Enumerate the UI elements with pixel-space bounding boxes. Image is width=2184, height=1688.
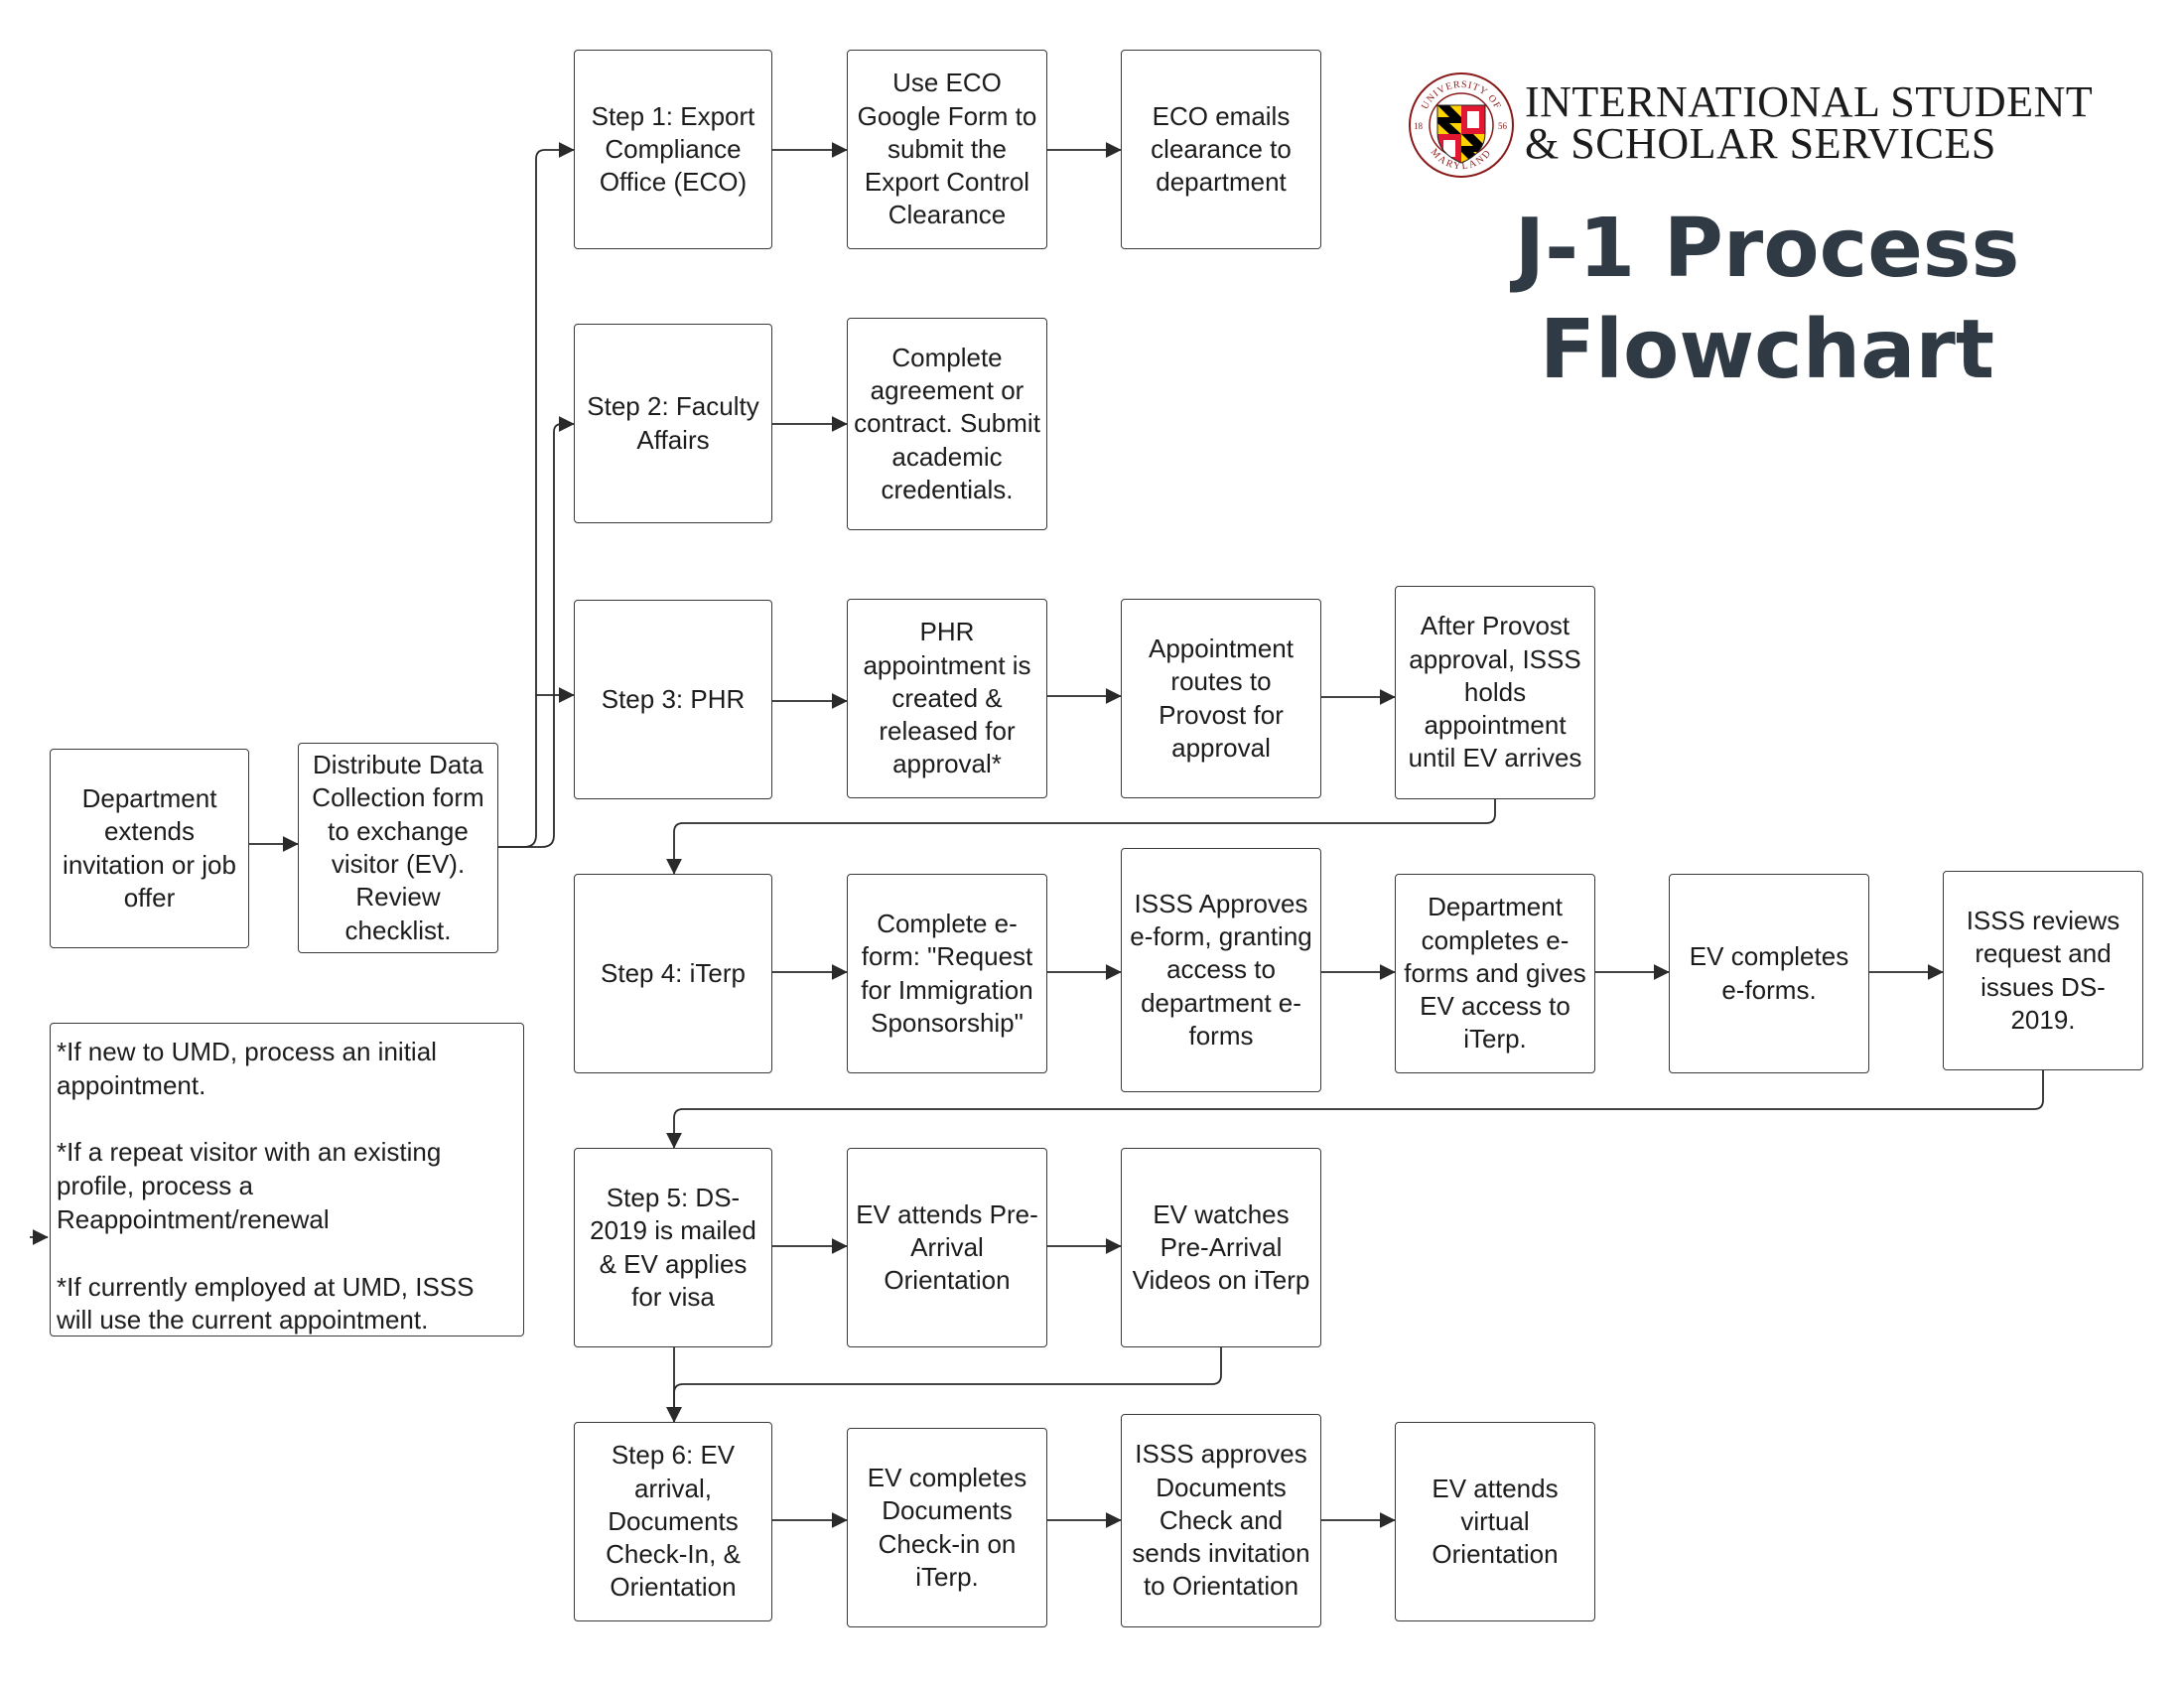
node-step4-iterp: Step 4: iTerp <box>574 874 772 1073</box>
node-step3-phr: Step 3: PHR <box>574 600 772 799</box>
appointment-footnote: *If new to UMD, process an initial appoi… <box>50 1023 524 1336</box>
node-step5-ds2019-mailed: Step 5: DS-2019 is mailed & EV applies f… <box>574 1148 772 1347</box>
isss-brand: 18 56 UNIVERSITY OF MARYLAND INTERNATION… <box>1408 71 2142 183</box>
umd-seal-icon: 18 56 UNIVERSITY OF MARYLAND <box>1409 72 1514 178</box>
org-name-line1: INTERNATIONAL STUDENT <box>1525 77 2094 126</box>
node-virtual-orientation: EV attends virtual Orientation <box>1395 1422 1595 1621</box>
org-name: INTERNATIONAL STUDENT & SCHOLAR SERVICES <box>1525 77 2094 168</box>
node-step6-arrival: Step 6: EV arrival, Documents Check-In, … <box>574 1422 772 1621</box>
page-title: J-1 Process Flowchart <box>1514 202 2020 397</box>
org-name-line2: & SCHOLAR SERVICES <box>1525 119 1996 168</box>
node-isss-issues-ds2019: ISSS reviews request and issues DS-2019. <box>1943 871 2143 1070</box>
node-complete-agreement: Complete agreement or contract. Submit a… <box>847 318 1047 530</box>
node-pre-arrival-videos: EV watches Pre-Arrival Videos on iTerp <box>1121 1148 1321 1347</box>
node-phr-appointment: PHR appointment is created & released fo… <box>847 599 1047 798</box>
node-step2-faculty-affairs: Step 2: Faculty Affairs <box>574 324 772 523</box>
node-distribute-form: Distribute Data Collection form to excha… <box>298 743 498 953</box>
node-provost-approval: Appointment routes to Provost for approv… <box>1121 599 1321 798</box>
node-step1-eco: Step 1: Export Compliance Office (ECO) <box>574 50 772 249</box>
arrow-distribute-to-step1 <box>498 142 575 848</box>
arrow-s3c-to-step4 <box>666 799 1496 875</box>
seal-year-left: 18 <box>1414 121 1424 131</box>
node-dept-completes-eforms: Department completes e-forms and gives E… <box>1395 874 1595 1073</box>
node-isss-approves-eform: ISSS Approves e-form, granting access to… <box>1121 848 1321 1092</box>
node-request-sponsorship: Complete e-form: "Request for Immigratio… <box>847 874 1047 1073</box>
node-isss-holds: After Provost approval, ISSS holds appoi… <box>1395 586 1595 799</box>
arrow-s5b-to-step6 <box>666 1347 1222 1423</box>
node-eco-emails: ECO emails clearance to department <box>1121 50 1321 249</box>
node-eco-google-form: Use ECO Google Form to submit the Export… <box>847 50 1047 249</box>
node-pre-arrival-orientation: EV attends Pre-Arrival Orientation <box>847 1148 1047 1347</box>
node-documents-checkin: EV completes Documents Check-in on iTerp… <box>847 1428 1047 1627</box>
node-dept-invite: Department extends invitation or job off… <box>50 749 249 948</box>
seal-year-right: 56 <box>1498 121 1508 131</box>
node-isss-approves-documents: ISSS approves Documents Check and sends … <box>1121 1414 1321 1627</box>
arrow-s4e-to-step5 <box>666 1070 2044 1149</box>
node-ev-completes-eforms: EV completes e-forms. <box>1669 874 1869 1073</box>
arrow-distribute-to-step2 <box>498 416 575 848</box>
